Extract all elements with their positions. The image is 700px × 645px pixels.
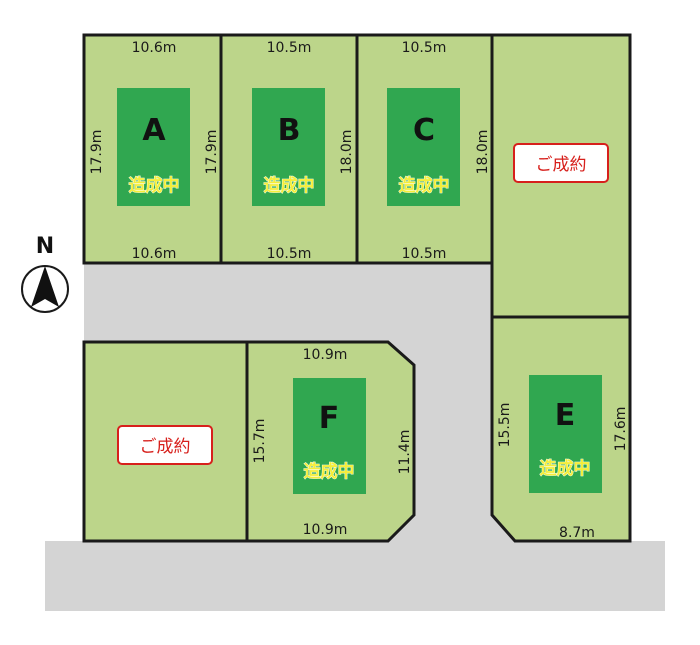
- dimension-top: 10.6m: [132, 40, 177, 56]
- dimension-bottom: 10.9m: [303, 522, 348, 538]
- dimension-bottom: 8.7m: [559, 525, 595, 541]
- roads: [45, 263, 665, 611]
- dimension-left: 17.9m: [89, 130, 105, 175]
- dimension-right: 18.0m: [339, 130, 355, 175]
- sold-badge-frame: [513, 143, 609, 183]
- dimension-top: 10.5m: [402, 40, 447, 56]
- building-f: [293, 378, 366, 494]
- sold-badge-g: ご成約: [117, 425, 213, 465]
- status-label-e: 造成中: [540, 458, 591, 479]
- dimensions-e: 15.5m 17.6m 8.7m: [497, 403, 629, 541]
- lot-label-c: C: [413, 113, 435, 148]
- dimension-top: 10.9m: [303, 347, 348, 363]
- sold-badge-text: ご成約: [140, 437, 191, 457]
- dimension-top: 10.5m: [267, 40, 312, 56]
- dimensions-a: 10.6m 10.6m 17.9m 17.9m: [89, 40, 220, 262]
- sold-badge-d: ご成約: [513, 143, 609, 183]
- north-compass: N: [21, 234, 69, 313]
- status-label-f: 造成中: [304, 461, 355, 482]
- dimension-bottom: 10.5m: [402, 246, 447, 262]
- main-road: [45, 541, 665, 611]
- building-b: [252, 88, 325, 206]
- internal-road: [84, 263, 515, 541]
- dimension-right: 17.9m: [204, 130, 220, 175]
- dimensions-b: 10.5m 10.5m 18.0m: [267, 40, 355, 262]
- lot-g[interactable]: [82, 340, 249, 543]
- lot-label-f: F: [319, 401, 340, 436]
- dimensions-f: 10.9m 10.9m 15.7m 11.4m: [252, 347, 413, 538]
- north-label: N: [36, 234, 54, 259]
- dimension-left: 15.5m: [497, 403, 513, 448]
- lot-label-a: A: [142, 113, 166, 148]
- dimensions-c: 10.5m 10.5m 18.0m: [402, 40, 491, 262]
- dimension-right: 17.6m: [613, 407, 629, 452]
- dimension-bottom: 10.5m: [267, 246, 312, 262]
- sold-badge-frame: [117, 425, 213, 465]
- building-e: [529, 375, 602, 493]
- lot-labels: A B C E F: [142, 113, 575, 436]
- lot-label-e: E: [555, 398, 576, 433]
- north-arrow-icon: [31, 266, 59, 307]
- lot-label-b: B: [278, 113, 301, 148]
- dimension-right: 11.4m: [397, 430, 413, 475]
- building-a: [117, 88, 190, 206]
- status-label-c: 造成中: [399, 175, 450, 196]
- sold-badge-text: ご成約: [536, 155, 587, 175]
- buildings: [117, 88, 602, 494]
- status-label-b: 造成中: [264, 175, 315, 196]
- building-c: [387, 88, 460, 206]
- status-label-a: 造成中: [129, 175, 180, 196]
- status-labels: 造成中 造成中 造成中 造成中 造成中: [128, 175, 591, 483]
- dimension-right: 18.0m: [475, 130, 491, 175]
- dimension-left: 15.7m: [252, 419, 268, 464]
- dimension-bottom: 10.6m: [132, 246, 177, 262]
